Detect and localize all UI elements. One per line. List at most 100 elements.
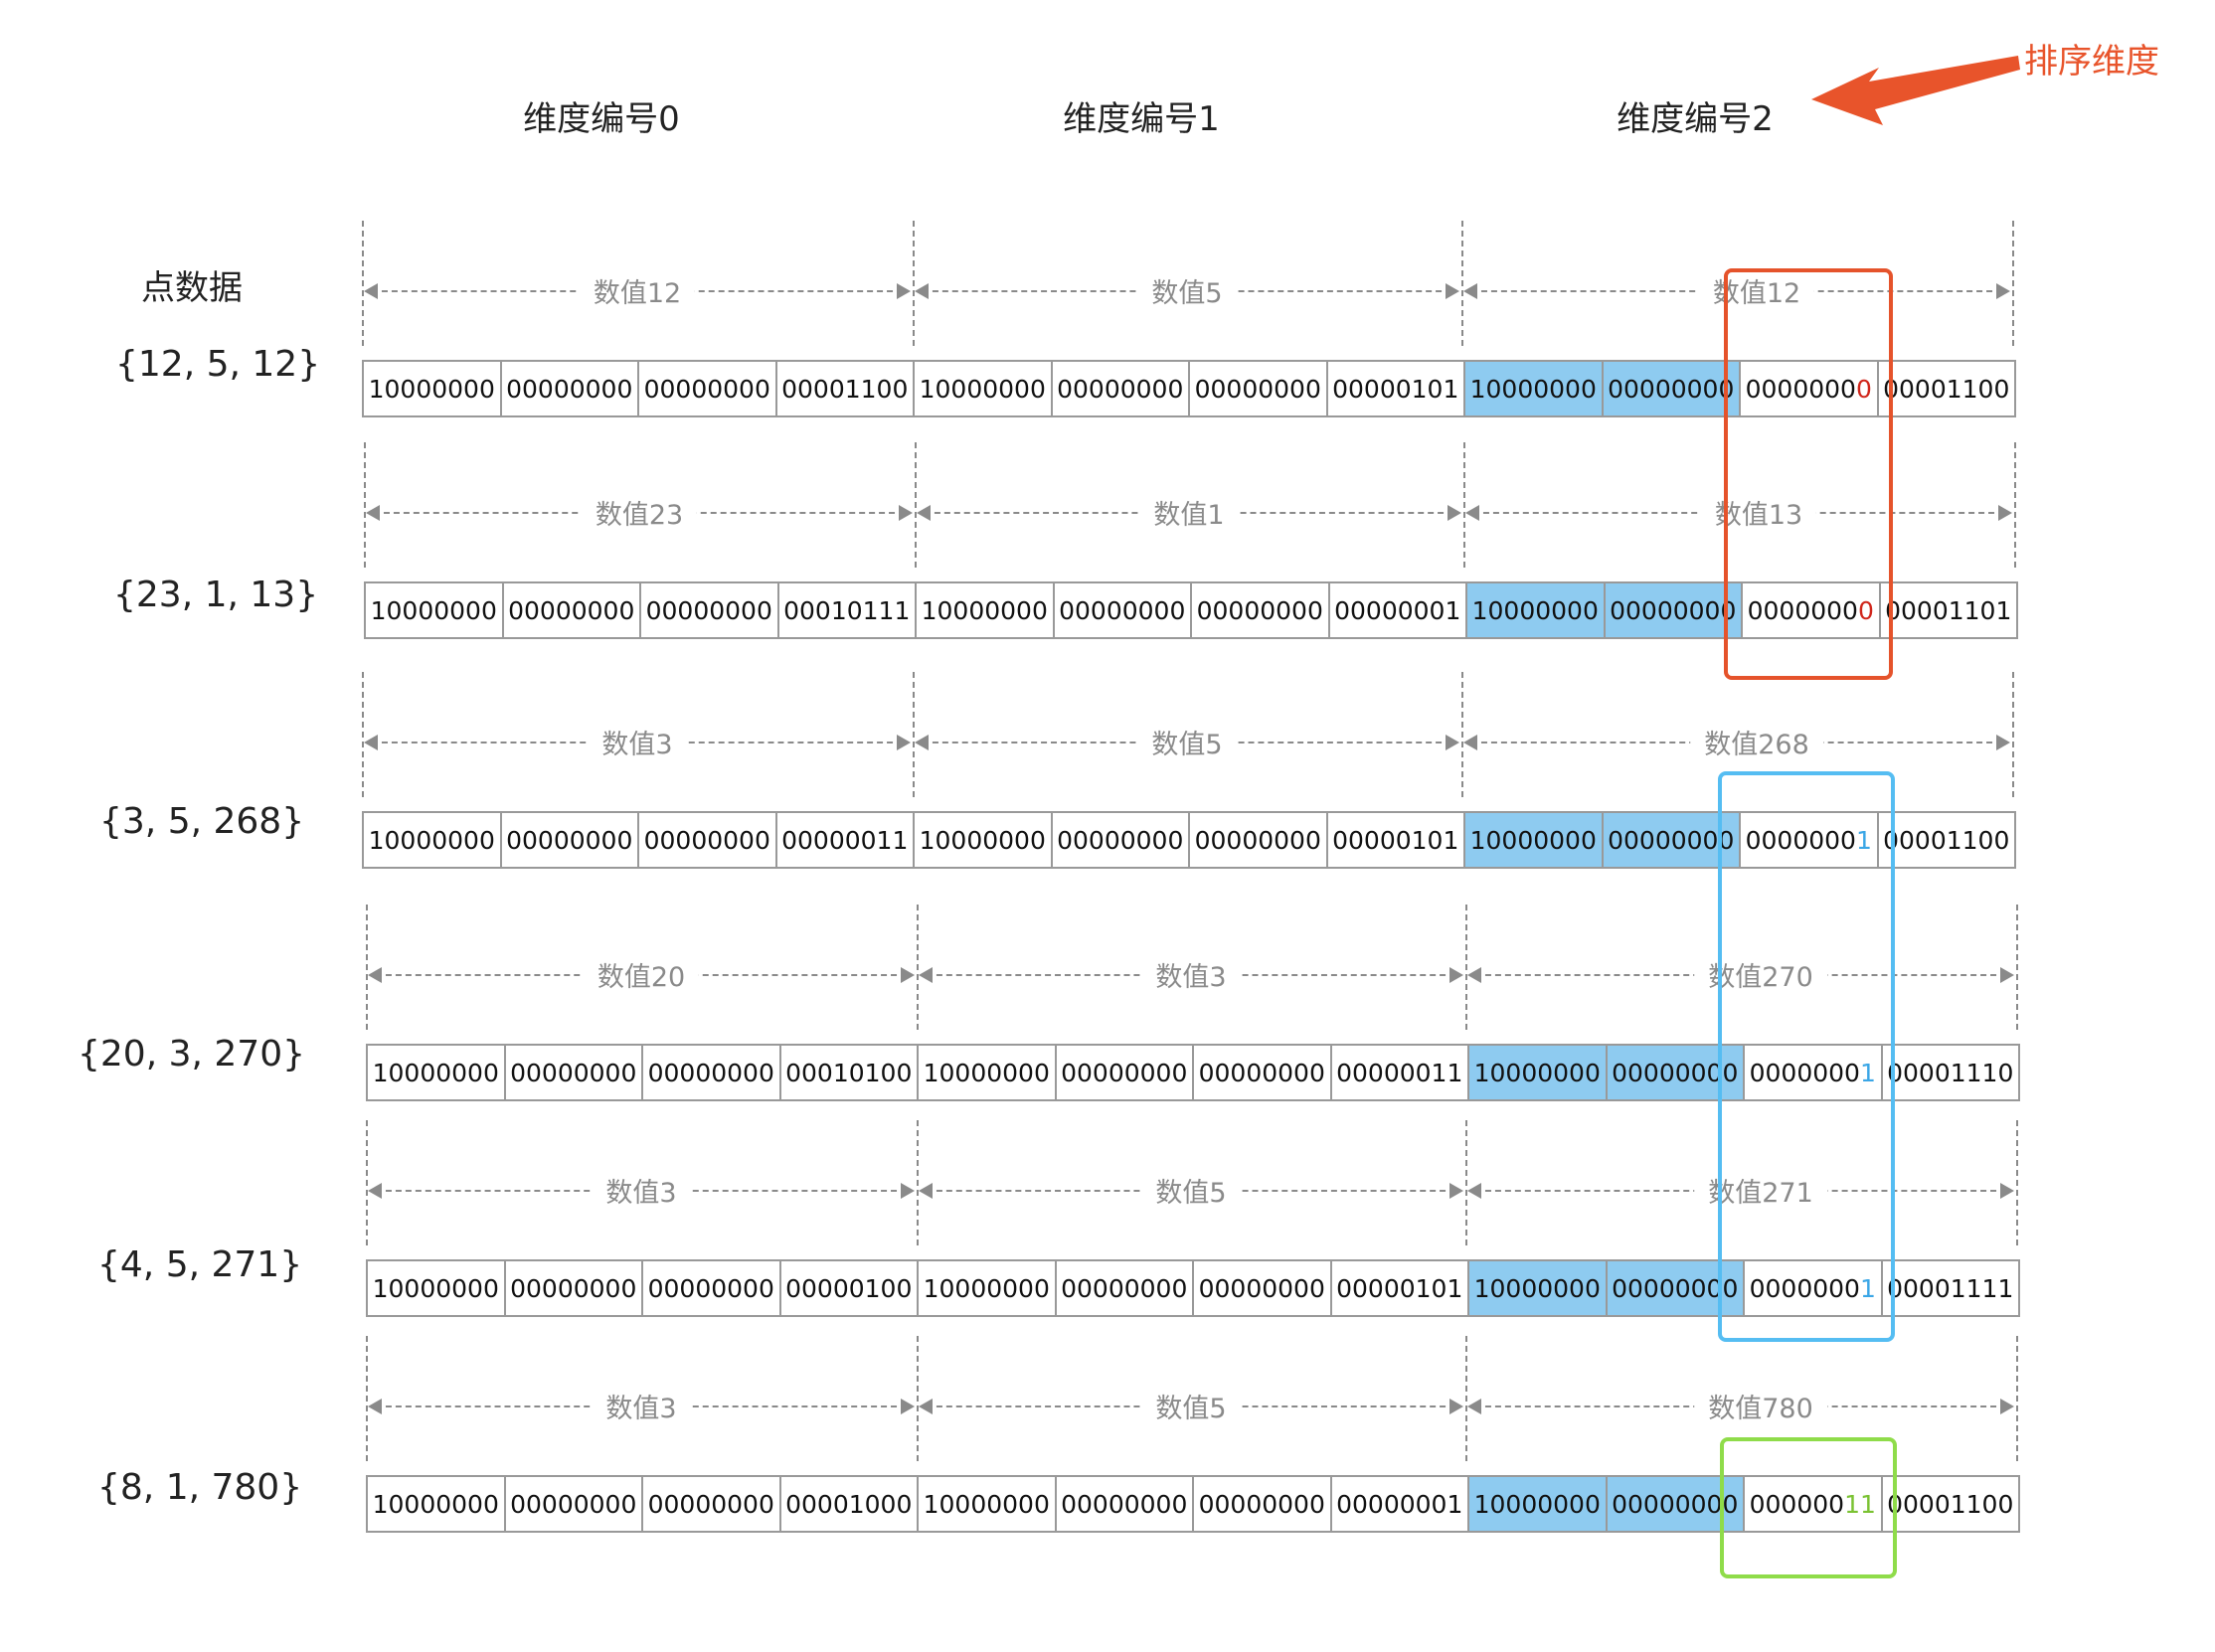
byte-cell: 00001110	[1887, 1058, 2014, 1087]
dimension-value-label: 数值13	[1700, 493, 1817, 532]
byte-cell: 00000000	[1190, 362, 1328, 415]
sort-byte-prefix: 000000	[1749, 1489, 1845, 1519]
byte-cell: 00000000	[1190, 813, 1328, 867]
arrow-right-icon	[1996, 735, 2010, 750]
dimension-separator	[364, 442, 366, 568]
dimension-header-1: 维度编号1	[1063, 99, 1220, 139]
arrow-left-icon	[368, 1183, 382, 1199]
dimension-value-label: 数值5	[1137, 723, 1237, 761]
arrow-left-icon	[364, 283, 378, 299]
byte-cell: 00000001	[1330, 583, 1467, 637]
arrow-right-icon	[1448, 505, 1461, 521]
dimension-value-label: 数值3	[592, 1171, 691, 1210]
byte-cell: 10000000	[919, 1046, 1057, 1099]
dimension-separator	[1465, 1120, 1467, 1245]
arrow-right-icon	[899, 505, 913, 521]
dimension-separator	[2016, 1336, 2018, 1461]
dimension-separator	[1461, 221, 1463, 346]
dimension-value-label: 数值3	[588, 723, 687, 761]
byte-cell: 00001111	[1887, 1273, 2014, 1303]
dimension-separator	[366, 1336, 368, 1461]
byte-cell: 00000011	[1332, 1046, 1469, 1099]
byte-cell: 10000000	[1469, 1477, 1608, 1531]
byte-cell: 00000000	[1603, 813, 1741, 867]
dimension-value-label: 数值1	[1139, 493, 1239, 532]
byte-cell: 00000000	[1603, 362, 1741, 415]
dimension-separator	[913, 672, 915, 797]
sort-box-orange	[1724, 268, 1893, 680]
dimension-separator	[362, 672, 364, 797]
sort-byte-prefix: 0000000	[1747, 595, 1858, 625]
byte-cell: 10000000	[364, 813, 502, 867]
arrow-left-icon	[368, 967, 382, 983]
dimension-separator	[2016, 905, 2018, 1030]
byte-cell: 10000000	[1469, 1046, 1608, 1099]
dimension-value-label: 数值271	[1694, 1171, 1827, 1210]
byte-cell: 00000000	[1194, 1261, 1332, 1315]
byte-cell: 00000000	[1057, 1046, 1194, 1099]
dimension-value-label: 数值12	[579, 271, 696, 310]
arrow-left-icon	[366, 505, 380, 521]
byte-cell: 10000000	[915, 362, 1053, 415]
byte-cell: 00000000	[1053, 362, 1190, 415]
byte-cell: 10000000	[366, 583, 504, 637]
arrow-right-icon	[901, 1399, 915, 1414]
byte-cell: 00000100	[781, 1261, 919, 1315]
arrow-left-icon	[1465, 505, 1479, 521]
sort-byte-highlight: 1	[1855, 825, 1872, 855]
byte-cell: 00000101	[1332, 1261, 1469, 1315]
dimension-header-2: 维度编号2	[1617, 99, 1774, 139]
byte-cell: 00000000	[643, 1046, 781, 1099]
byte-cell: 00000000	[502, 362, 639, 415]
dimension-value-label: 数值5	[1137, 271, 1237, 310]
byte-cell: 00001100	[777, 362, 915, 415]
byte-cell: 00000000	[1053, 813, 1190, 867]
arrow-left-icon	[915, 283, 929, 299]
dimension-separator	[917, 1336, 919, 1461]
dimension-separator	[1465, 1336, 1467, 1461]
byte-cell: 00001100	[1883, 374, 2010, 404]
byte-cell: 00000000	[1055, 583, 1192, 637]
arrow-left-icon	[917, 505, 931, 521]
byte-cell: 00000000	[506, 1261, 643, 1315]
byte-cell: 00000000	[641, 583, 779, 637]
byte-cell: 00000000	[643, 1261, 781, 1315]
point-label: {3, 5, 268}	[99, 801, 305, 842]
sort-byte-highlight: 1	[1859, 1273, 1876, 1303]
byte-cell: 10000000	[368, 1261, 506, 1315]
sort-box-blue	[1718, 771, 1895, 1342]
byte-cell: 00001100	[1887, 1489, 2014, 1519]
sort-byte-prefix: 0000000	[1745, 374, 1856, 404]
sort-dimension-label: 排序维度	[2024, 42, 2159, 82]
byte-cell: 00000011	[777, 813, 915, 867]
arrow-left-icon	[1467, 1183, 1481, 1199]
arrow-right-icon	[1446, 283, 1459, 299]
sort-byte-prefix: 0000000	[1745, 825, 1856, 855]
arrow-left-icon	[915, 735, 929, 750]
byte-cell: 10000000	[919, 1261, 1057, 1315]
arrow-right-icon	[1449, 1399, 1463, 1414]
byte-cell: 00000000	[504, 583, 641, 637]
arrow-right-icon	[2000, 1399, 2014, 1414]
dimension-separator	[2012, 672, 2014, 797]
byte-cell: 10000000	[1465, 813, 1604, 867]
dimension-separator	[366, 905, 368, 1030]
byte-cell: 00000000	[1605, 583, 1743, 637]
dimension-separator	[1461, 672, 1463, 797]
byte-cell: 00000000	[1194, 1046, 1332, 1099]
byte-cell: 00000000	[639, 362, 777, 415]
arrow-left-icon	[1467, 1399, 1481, 1414]
byte-cell: 00001100	[1883, 825, 2010, 855]
byte-cell: 10000000	[368, 1046, 506, 1099]
dimension-value-label: 数值3	[1141, 955, 1241, 994]
byte-cell: 10000000	[368, 1477, 506, 1531]
dimension-value-label: 数值780	[1694, 1387, 1827, 1425]
arrow-right-icon	[901, 1183, 915, 1199]
byte-cell: 00000000	[1192, 583, 1330, 637]
arrow-right-icon	[2000, 967, 2014, 983]
